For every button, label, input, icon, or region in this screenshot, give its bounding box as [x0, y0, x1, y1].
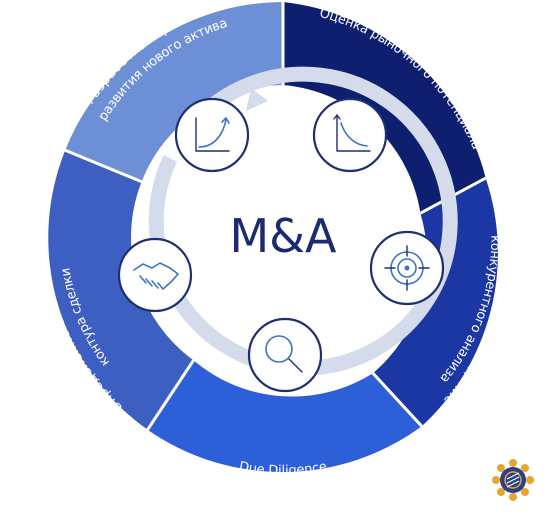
segment-due-diligence: [147, 360, 422, 473]
brand-logo-icon: [492, 459, 534, 501]
segment-deal-structure: [48, 150, 194, 430]
growth-chart-icon: [174, 97, 250, 173]
segment-strategy: [65, 2, 283, 182]
handshake-icon: [117, 237, 193, 313]
cycle-arrow-head: [246, 88, 268, 111]
segment-label-due-diligence: Due Diligence: [238, 459, 328, 478]
target-icon: [369, 230, 445, 306]
center-title: M&A: [229, 209, 337, 263]
decline-chart-icon: [312, 97, 388, 173]
magnifier-icon: [247, 317, 323, 393]
segment-target-selection: [372, 178, 498, 427]
